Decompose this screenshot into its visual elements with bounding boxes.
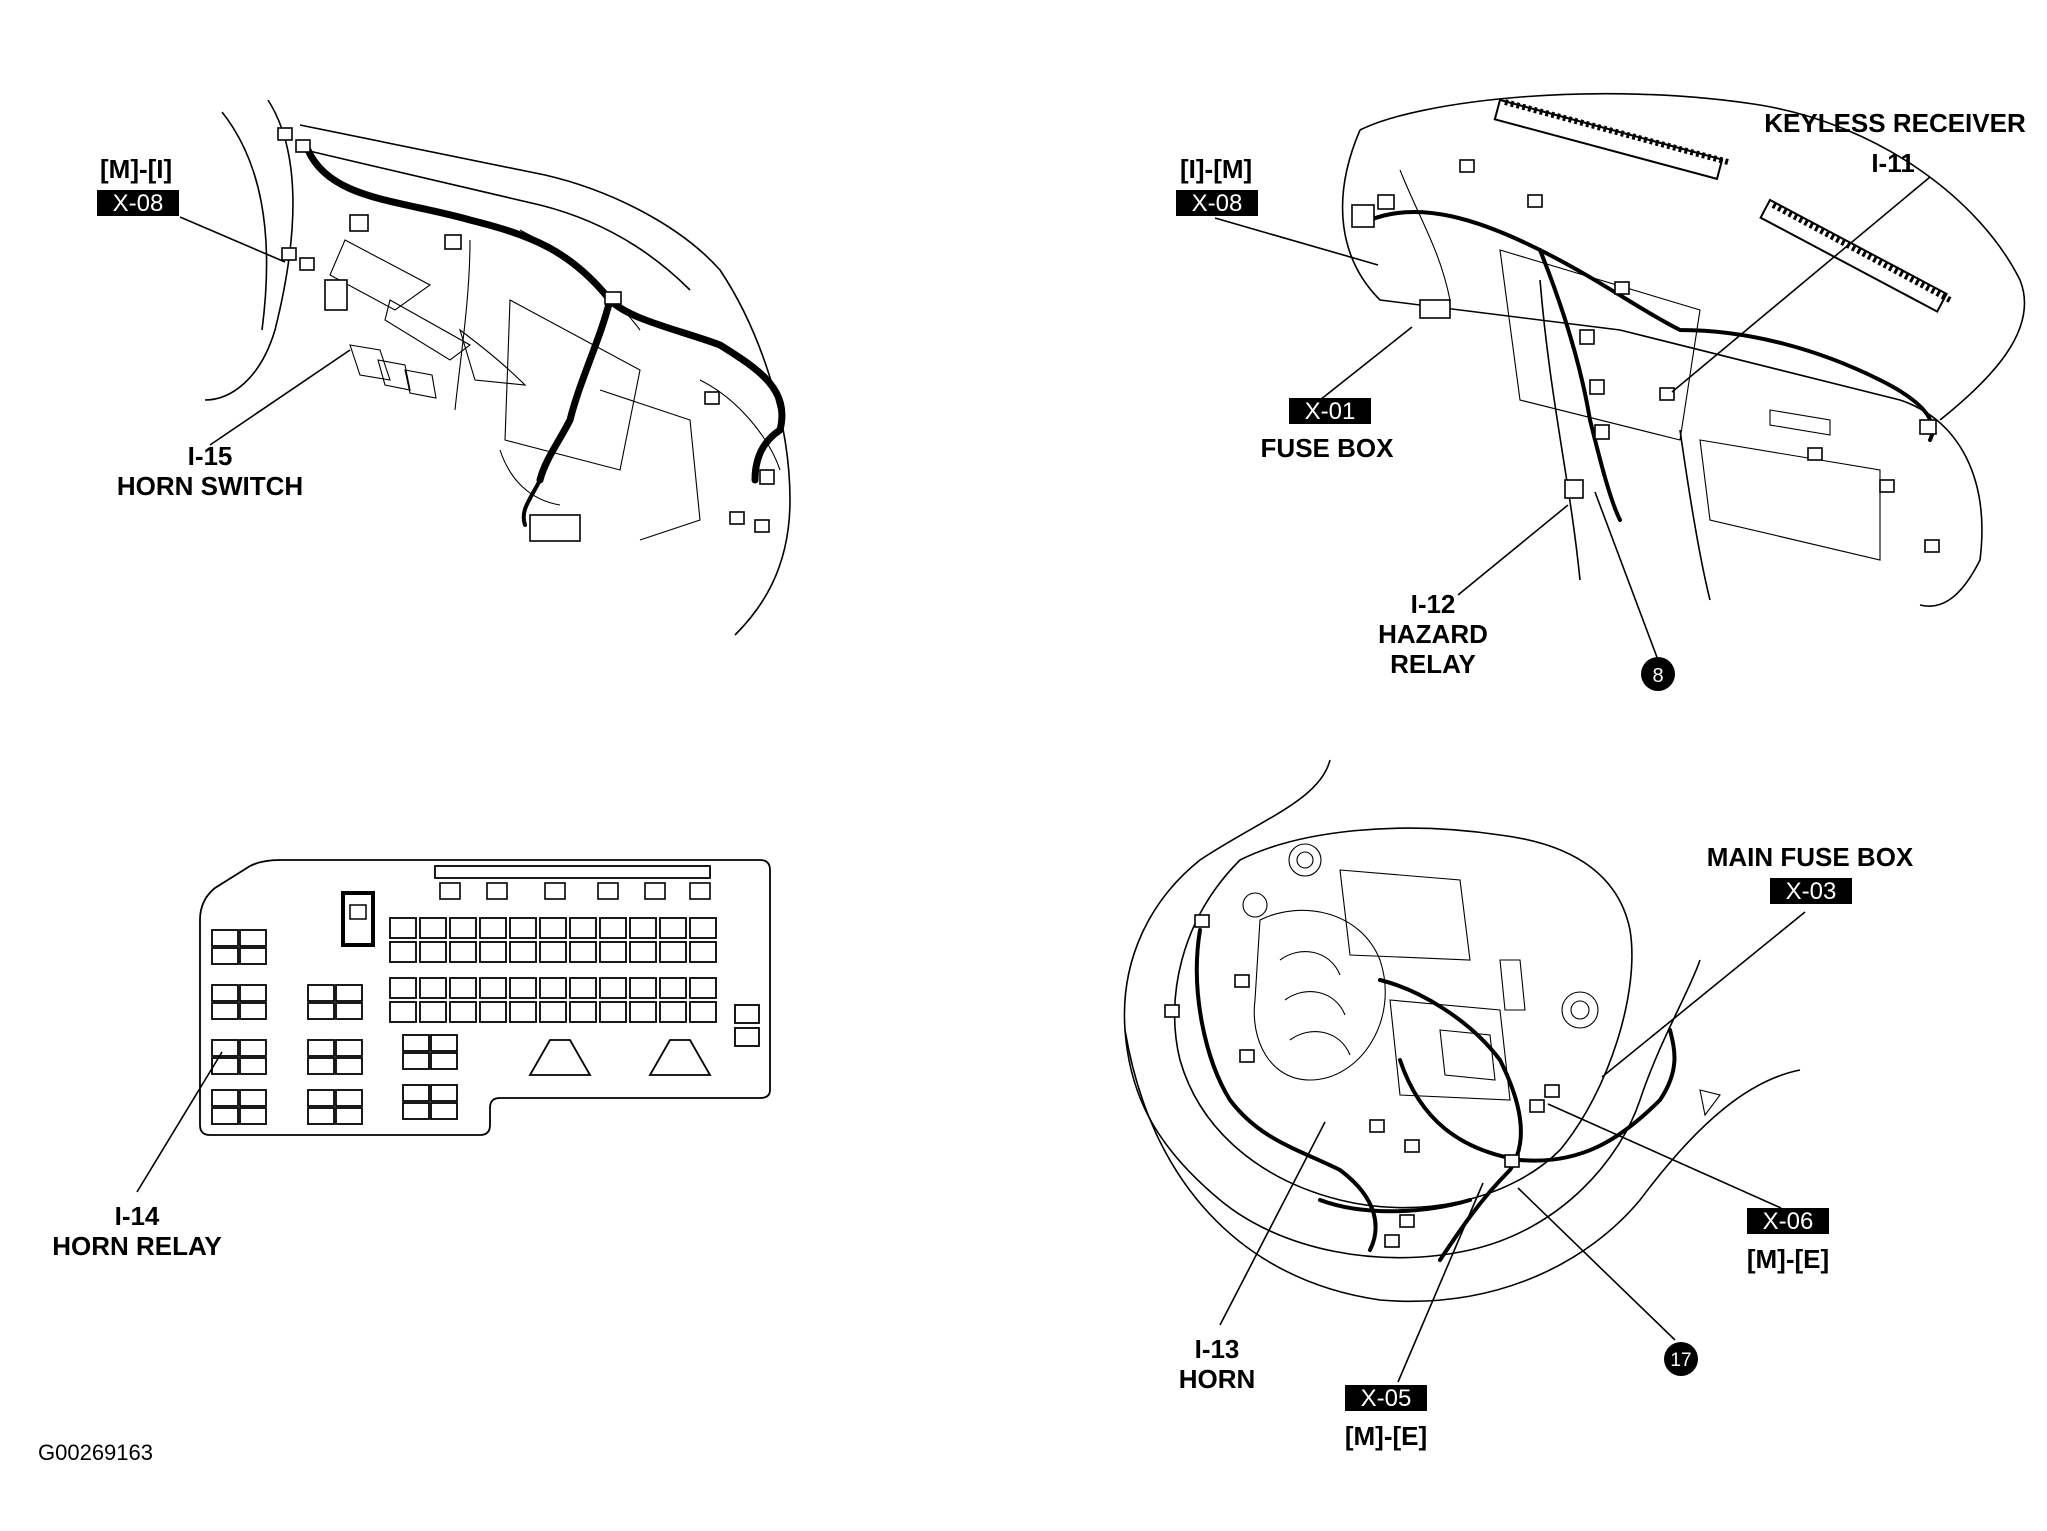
svg-text:X-08: X-08 <box>1192 190 1243 217</box>
dash-harness-left-view <box>204 99 791 636</box>
label-im-connector: [I]-[M] <box>1180 154 1252 184</box>
connector-tag-x01: X-01 <box>1289 398 1371 425</box>
label-me-connector-1: [M]-[E] <box>1747 1244 1829 1274</box>
figure-id: G00269163 <box>38 1440 153 1465</box>
label-me-connector-2: [M]-[E] <box>1345 1421 1427 1451</box>
ground-point-8: 8 <box>1641 657 1675 691</box>
label-main-fuse-box: MAIN FUSE BOX <box>1707 842 1914 872</box>
label-keyless-code: I-11 <box>1871 148 1914 178</box>
label-keyless-receiver: KEYLESS RECEIVER <box>1764 108 2026 138</box>
svg-text:X-08: X-08 <box>113 190 164 217</box>
svg-text:X-01: X-01 <box>1305 398 1356 425</box>
label-hazard-line2: RELAY <box>1390 649 1476 679</box>
junction-block-view <box>199 859 771 1136</box>
label-mi-connector: [M]-[I] <box>100 154 172 184</box>
svg-text:17: 17 <box>1670 1350 1691 1371</box>
connector-tag-x05: X-05 <box>1345 1385 1427 1412</box>
label-hazard-line1: HAZARD <box>1378 619 1488 649</box>
label-horn-relay-code: I-14 <box>115 1201 160 1231</box>
dash-harness-right-view <box>1341 92 2026 607</box>
label-fuse-box: FUSE BOX <box>1261 433 1395 463</box>
label-hazard-code: I-12 <box>1411 589 1456 619</box>
leader-lines <box>136 176 1931 1383</box>
labels: [M]-[I] X-08 I-15 HORN SWITCH [I]-[M] X-… <box>38 108 2026 1465</box>
svg-text:8: 8 <box>1652 665 1663 687</box>
label-horn-switch: HORN SWITCH <box>117 471 303 501</box>
connector-tag-x06: X-06 <box>1747 1208 1829 1235</box>
connector-tag-x03: X-03 <box>1770 878 1852 905</box>
connector-tag-x08-left: X-08 <box>97 190 179 217</box>
engine-compartment-view <box>1123 759 1801 1302</box>
label-horn-code: I-13 <box>1195 1334 1240 1364</box>
svg-text:X-03: X-03 <box>1786 878 1837 905</box>
ground-point-17: 17 <box>1664 1342 1698 1376</box>
label-horn-relay: HORN RELAY <box>52 1231 222 1261</box>
svg-text:X-06: X-06 <box>1763 1208 1814 1235</box>
label-horn: HORN <box>1179 1364 1256 1394</box>
connector-tag-x08-right: X-08 <box>1176 190 1258 217</box>
label-horn-switch-code: I-15 <box>188 441 233 471</box>
svg-text:X-05: X-05 <box>1361 1385 1412 1412</box>
